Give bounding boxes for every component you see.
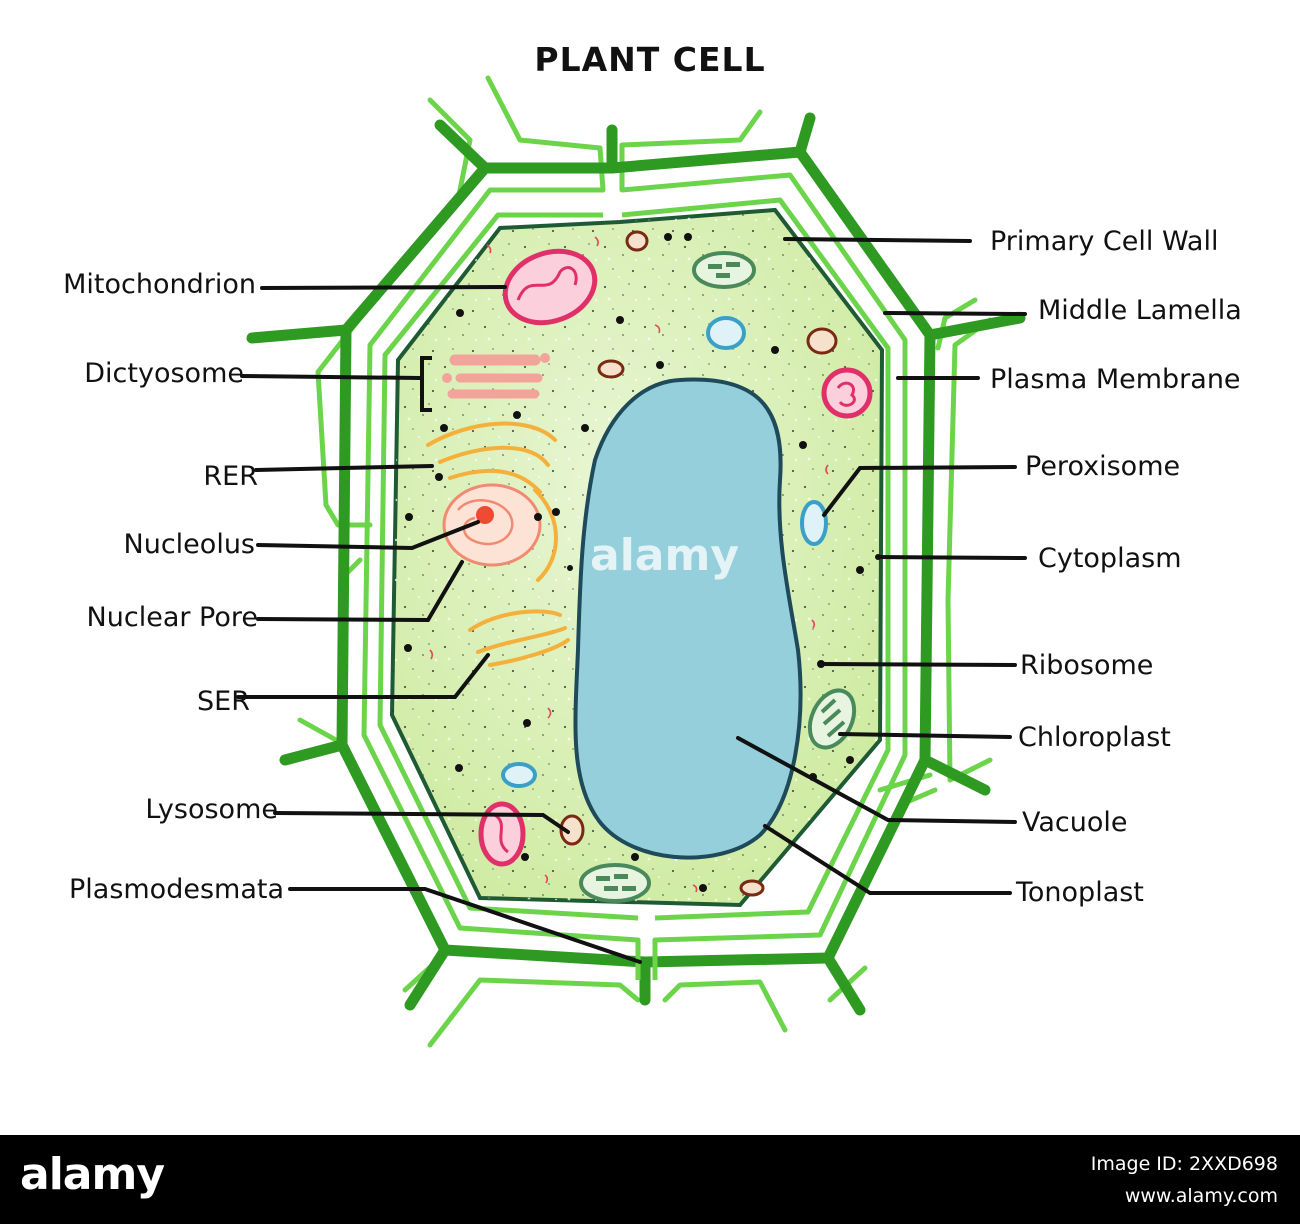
footer-bar: alamy Image ID: 2XXD698 www.alamy.com: [0, 1135, 1300, 1224]
label-dictyosome: Dictyosome: [84, 358, 244, 389]
mitochondrion-lower: [478, 801, 526, 867]
vacuole-shape: [573, 377, 803, 860]
label-middle-lamella: Middle Lamella: [1038, 295, 1242, 326]
label-peroxisome: Peroxisome: [1025, 451, 1181, 482]
cell-illustration: [236, 75, 1027, 1048]
label-rer: RER: [203, 461, 258, 492]
label-vacuole: Vacuole: [1022, 807, 1128, 838]
label-ser: SER: [197, 686, 250, 717]
label-chloroplast: Chloroplast: [1018, 722, 1171, 753]
label-nuclear-pore: Nuclear Pore: [86, 602, 258, 633]
footer-image-id: Image ID: 2XXD698: [1090, 1153, 1278, 1175]
leader-cytoplasm: [876, 555, 1027, 560]
leader-ribosome: [819, 662, 1017, 667]
mitochondrion-right: [821, 367, 873, 419]
cytoskeleton-filaments: [429, 236, 829, 893]
chloroplast-upper: [692, 251, 756, 289]
label-ribosome: Ribosome: [1020, 650, 1154, 681]
peroxisome-right: [800, 500, 828, 546]
label-cytoplasm: Cytoplasm: [1038, 543, 1182, 574]
leader-mitochondrion: [260, 285, 507, 290]
label-plasmodesmata: Plasmodesmata: [68, 874, 284, 905]
label-plasma-membrane: Plasma Membrane: [990, 364, 1241, 395]
leader-plasmodesmata: [288, 887, 642, 964]
label-mitochondrion: Mitochondrion: [63, 269, 256, 300]
watermark-logo: alamy: [590, 530, 739, 581]
leader-peroxisome: [822, 465, 1017, 517]
lysosomes: [559, 230, 838, 897]
peroxisome-upper: [706, 316, 746, 350]
footer-url[interactable]: www.alamy.com: [1124, 1185, 1278, 1207]
nucleus-shape: [442, 483, 542, 567]
dictyosome-shape: [442, 353, 550, 399]
leader-chloroplast: [838, 732, 1012, 739]
primary-cell-wall-shape: [361, 172, 908, 980]
dictyosome-bracket: [420, 356, 432, 412]
leader-dictyosome: [240, 374, 422, 380]
leader-middle-lamella: [883, 311, 1027, 316]
leader-tonoplast: [763, 824, 1012, 895]
ribosomes: [404, 233, 881, 892]
nucleolus-shape: [476, 506, 494, 524]
leader-vacuole: [736, 736, 1017, 824]
diagram-title: PLANT CELL: [534, 40, 766, 79]
peroxisome-lower: [501, 762, 537, 788]
leader-lysosome: [273, 811, 570, 834]
chloroplast-lower: [579, 863, 651, 903]
rer-shape: [426, 421, 558, 582]
leader-rer: [254, 464, 434, 472]
leader-lines: [236, 237, 1027, 964]
label-primary-cell-wall: Primary Cell Wall: [990, 226, 1219, 257]
mitochondrion-upper: [502, 248, 598, 326]
plant-cell-diagram: PLANT CELL Primary Cell Wall Middle Lame…: [63, 40, 1242, 1048]
label-tonoplast: Tonoplast: [1016, 877, 1144, 908]
leader-nucleolus: [256, 520, 480, 551]
leader-ser: [236, 653, 490, 699]
ser-shape: [468, 609, 570, 667]
label-nucleolus: Nucleolus: [123, 529, 255, 560]
middle-lamella-shape: [246, 112, 1026, 1016]
leader-nuclear-pore: [256, 560, 464, 623]
footer-logo[interactable]: alamy: [20, 1149, 165, 1200]
label-lysosome: Lysosome: [145, 794, 278, 825]
leader-primary-cell-wall: [783, 237, 972, 243]
